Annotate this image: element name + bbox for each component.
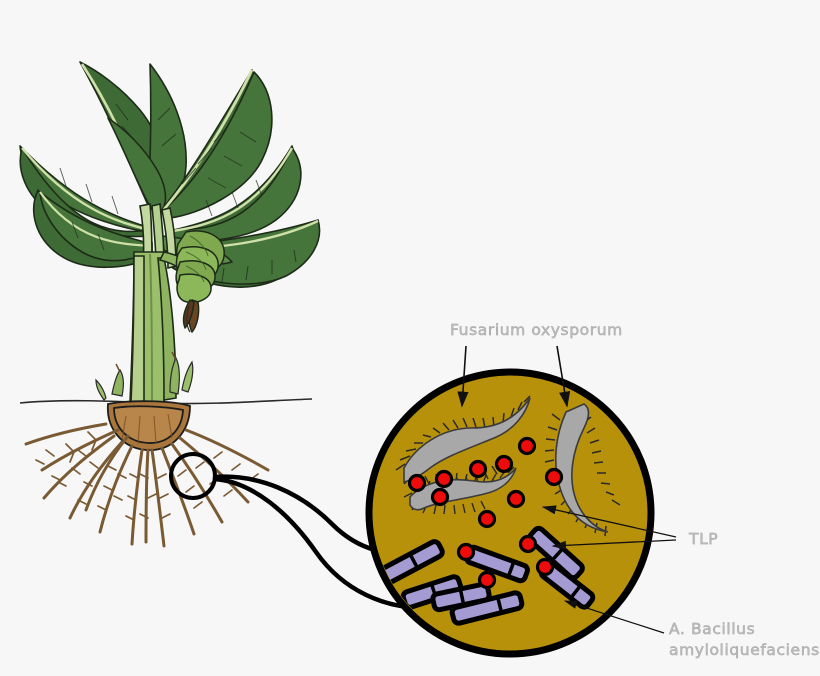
label-bacillus-line2: amyloliquefaciens bbox=[669, 641, 820, 659]
spore bbox=[494, 454, 514, 474]
spore bbox=[517, 436, 537, 456]
leaf-left-upper bbox=[19, 145, 151, 238]
root-hairs bbox=[35, 431, 259, 521]
leaf-top-center bbox=[159, 69, 273, 219]
spore bbox=[456, 542, 476, 562]
spore bbox=[535, 557, 555, 577]
banana-plant bbox=[19, 61, 321, 548]
root-system bbox=[24, 422, 270, 548]
pseudostem bbox=[129, 202, 203, 405]
spore bbox=[477, 570, 497, 590]
label-tlp: TLP bbox=[688, 530, 718, 548]
rod bbox=[430, 581, 492, 613]
corm bbox=[107, 400, 191, 451]
spore bbox=[544, 467, 564, 487]
label-fusarium: Fusarium oxysporum bbox=[450, 321, 623, 339]
bacillus-arrow bbox=[563, 600, 665, 634]
leaf-left-lower bbox=[33, 189, 153, 269]
suckers bbox=[95, 351, 194, 401]
spore-group bbox=[407, 436, 564, 590]
spore bbox=[407, 473, 427, 493]
hypha-body-1 bbox=[403, 397, 531, 484]
banana-bunch bbox=[175, 230, 225, 333]
hypha-right bbox=[544, 403, 621, 537]
spore bbox=[434, 469, 454, 489]
annotation-arrows bbox=[457, 345, 677, 634]
bacillus-rods bbox=[379, 525, 596, 626]
tlp-arrow-upper bbox=[541, 505, 677, 538]
spore bbox=[506, 489, 526, 509]
spore bbox=[518, 534, 538, 554]
tlp-arrow-lower bbox=[551, 539, 677, 550]
spore bbox=[430, 487, 450, 507]
fusarium-arrow-left bbox=[457, 345, 469, 408]
label-bacillus-line1: A. Bacillus bbox=[669, 620, 755, 638]
leaf-right-upper bbox=[165, 145, 302, 242]
hypha-upper-left bbox=[395, 395, 531, 492]
zoom-circle-group bbox=[365, 368, 655, 658]
spore bbox=[477, 509, 497, 529]
leaf-upper-midleft bbox=[107, 117, 167, 213]
fusarium-arrow-right bbox=[556, 345, 571, 408]
spore bbox=[468, 459, 488, 479]
connector-lower bbox=[212, 476, 427, 611]
